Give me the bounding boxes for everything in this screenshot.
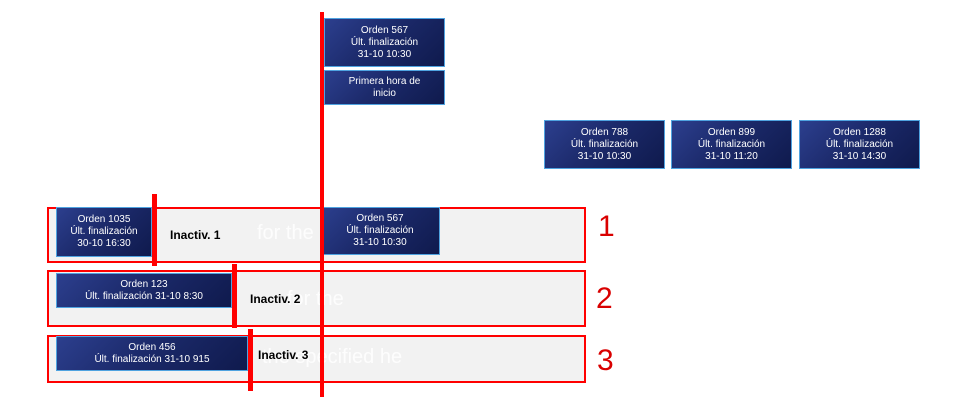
lane-1-ghost-text: for the xyxy=(257,222,314,244)
top-order-box-1288[interactable]: Orden 1288 Últ. finalización 31-10 14:30 xyxy=(799,120,920,169)
order-label: Últ. finalización xyxy=(70,226,138,237)
order-title: Orden 1035 xyxy=(77,214,131,225)
lane-3-order-box[interactable]: Orden 456 Últ. finalización 31-10 915 xyxy=(56,336,248,371)
lane-2-ghost-text: for the xyxy=(287,288,344,310)
lane-1-end-marker xyxy=(152,194,157,266)
order-title: Orden 1288 xyxy=(833,126,886,138)
lane-1-number: 1 xyxy=(598,210,615,243)
order-title: Orden 567 xyxy=(360,24,409,36)
order-date: 30-10 16:30 xyxy=(77,238,131,249)
first-start-line1: Primera hora de xyxy=(348,75,421,87)
lane-2-order-box[interactable]: Orden 123 Últ. finalización 31-10 8:30 xyxy=(56,273,232,308)
order-date: 31-10 10:30 xyxy=(577,150,632,162)
top-order-box-788[interactable]: Orden 788 Últ. finalización 31-10 10:30 xyxy=(544,120,665,169)
order-label: Últ. finalización xyxy=(570,138,639,150)
order-title: Orden 788 xyxy=(580,126,629,138)
order-date: 31-10 11:20 xyxy=(705,150,758,162)
order-line: Últ. finalización 31-10 915 xyxy=(94,353,210,365)
order-title: Orden 567 xyxy=(356,213,404,224)
lane-3-inactiv-label: Inactiv. 3 xyxy=(258,348,309,362)
first-start-line2: inicio xyxy=(373,87,396,99)
lane-2-inactiv-label: Inactiv. 2 xyxy=(250,292,301,306)
order-date: 31-10 10:30 xyxy=(353,237,407,248)
order-title: Orden 123 xyxy=(120,278,168,290)
order-label: Últ. finalización xyxy=(697,138,766,150)
lane-1-order-box-2[interactable]: Orden 567 Últ. finalización 31-10 10:30 xyxy=(320,207,440,255)
order-date: 31-10 14:30 xyxy=(832,150,887,162)
top-order-box-567[interactable]: Orden 567 Últ. finalización 31-10 10:30 xyxy=(324,18,445,67)
order-label: Últ. finalización xyxy=(825,138,894,150)
lane-2-end-marker xyxy=(232,264,237,328)
lane-3-ghost-text: the specified he xyxy=(262,346,403,368)
order-label: Últ. finalización xyxy=(346,225,414,236)
first-start-box[interactable]: Primera hora de inicio xyxy=(324,70,445,105)
order-label: Últ. finalización xyxy=(350,36,419,48)
lane-3-number: 3 xyxy=(597,344,614,377)
lane-2-number: 2 xyxy=(596,282,613,315)
order-line: Últ. finalización 31-10 8:30 xyxy=(85,290,203,302)
lane-1-order-box[interactable]: Orden 1035 Últ. finalización 30-10 16:30 xyxy=(56,207,152,257)
order-title: Orden 899 xyxy=(707,126,756,138)
top-order-box-899[interactable]: Orden 899 Últ. finalización 31-10 11:20 xyxy=(671,120,792,169)
lane-1-inactiv-label: Inactiv. 1 xyxy=(170,228,221,242)
lane-3-end-marker xyxy=(248,329,253,391)
order-date: 31-10 10:30 xyxy=(357,48,412,60)
first-start-time-line xyxy=(320,12,324,397)
order-title: Orden 456 xyxy=(128,341,176,353)
